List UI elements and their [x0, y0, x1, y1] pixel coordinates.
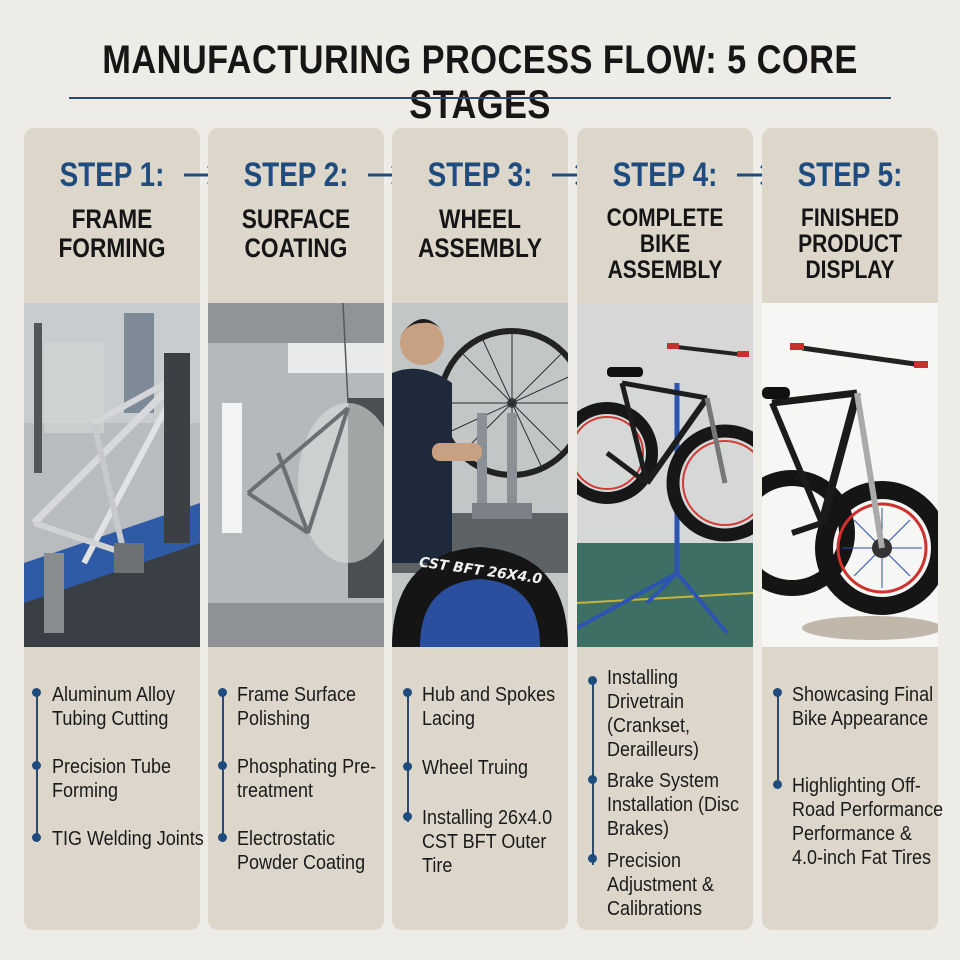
step-5-bullet-1: Showcasing Final Bike Appearance	[792, 684, 934, 730]
step-4-bullet-1: Installing Drivetrain (Crankset, Deraill…	[607, 667, 700, 761]
step-2-bullet-1: Frame Surface Polishing	[237, 684, 357, 730]
step-1-bullet-3: TIG Welding Joints	[52, 828, 204, 850]
bullet-dot	[218, 761, 227, 770]
step-3-bullet-3: Installing 26x4.0 CST BFT Outer Tire	[422, 807, 553, 877]
page-title: MANUFACTURING PROCESS FLOW: 5 CORE STAGE…	[102, 38, 858, 127]
step-3-bullet-connector	[407, 692, 409, 822]
step-2-label: STEP 2:	[243, 156, 349, 194]
bullet-dot	[218, 833, 227, 842]
step-4-bullet-2: Brake System Installation (Disc Brakes)	[607, 770, 740, 840]
step-2-bullet-2: Phosphating Pre-treatment	[237, 756, 377, 802]
step-3-bullet-2: Wheel Truing	[422, 757, 529, 779]
step-1-bullet-1: Aluminum Alloy Tubing Cutting	[52, 684, 176, 730]
step-3-label: STEP 3:	[427, 156, 533, 194]
bullet-dot	[32, 688, 41, 697]
title-divider	[69, 97, 891, 99]
step-4-bullet-connector	[592, 680, 594, 865]
bullet-dot	[218, 688, 227, 697]
bullet-dot	[588, 854, 597, 863]
bullet-dot	[588, 676, 597, 685]
step-5-bullet-2: Highlighting Off-Road Performance Perfor…	[792, 775, 944, 869]
step-2-bullet-3: Electrostatic Powder Coating	[237, 828, 366, 874]
bullet-dot	[32, 761, 41, 770]
bullet-dot	[588, 775, 597, 784]
step-1-bullet-2: Precision Tube Forming	[52, 756, 172, 802]
step-2-photo	[208, 303, 384, 647]
step-4-label: STEP 4:	[612, 156, 718, 194]
bullet-dot	[403, 762, 412, 771]
bullet-dot	[403, 812, 412, 821]
bullet-dot	[32, 833, 41, 842]
step-4-photo	[577, 303, 753, 647]
step-3-photo: CST BFT 26X4.0	[392, 303, 568, 647]
step-1-label: STEP 1:	[59, 156, 165, 194]
bullet-dot	[403, 688, 412, 697]
bullet-dot	[773, 780, 782, 789]
step-5-label: STEP 5:	[797, 156, 903, 194]
step-1-photo	[24, 303, 200, 647]
step-5-photo	[762, 303, 938, 647]
bullet-dot	[773, 688, 782, 697]
step-4-bullet-3: Precision Adjustment & Calibrations	[607, 850, 715, 920]
step-3-bullet-1: Hub and Spokes Lacing	[422, 684, 556, 730]
step-5-bullet-connector	[777, 692, 779, 787]
